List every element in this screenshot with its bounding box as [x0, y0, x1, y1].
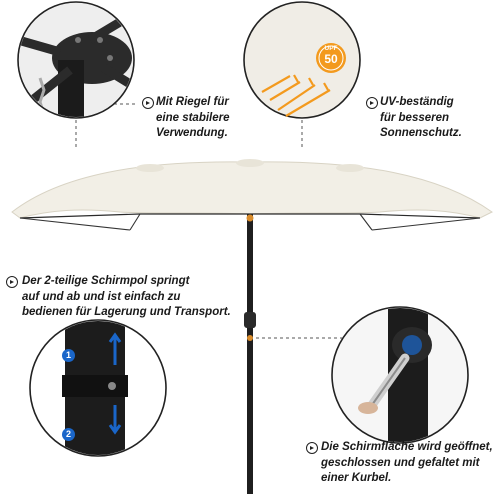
callout-top-left: Mit Riegel für eine stabilere Verwendung…: [156, 95, 266, 142]
upf-badge: UPF 50: [318, 45, 344, 65]
callout-line: Sonnenschutz.: [380, 127, 462, 139]
callout-line: auf und ab und ist einfach zu: [22, 290, 181, 303]
callout-top-right: UV-beständig für besseren Sonnenschutz.: [380, 95, 495, 142]
bullet-icon: [142, 97, 154, 109]
upf-label: UPF: [324, 45, 338, 52]
detail-circle-pole-joint: [29, 319, 167, 457]
callout-line: Der 2-teilige Schirmpol springt: [22, 275, 190, 287]
callout-line: Die Schirmfläche wird geöffnet,: [321, 441, 493, 453]
bullet-icon: [6, 276, 18, 288]
callout-line: einer Kurbel.: [321, 472, 392, 484]
marker-1: 1: [62, 349, 75, 362]
detail-circle-hub: [17, 1, 135, 119]
detail-circle-crank: [331, 306, 469, 444]
callout-line: bedienen für Lagerung und Transport.: [22, 306, 231, 318]
bullet-icon: [306, 442, 318, 454]
umbrella-pole: [247, 214, 253, 494]
callout-line: für besseren: [380, 111, 450, 124]
upf-value: 50: [324, 52, 338, 66]
callout-line: geschlossen und gefaltet mit: [321, 456, 480, 469]
callout-line: UV-beständig: [380, 96, 454, 108]
detail-circle-fabric: [243, 1, 361, 119]
callout-bottom-right: Die Schirmfläche wird geöffnet, geschlos…: [321, 440, 499, 487]
callout-line: Verwendung.: [156, 127, 228, 139]
marker-2: 2: [62, 428, 75, 441]
callout-line: Mit Riegel für: [156, 96, 229, 108]
callout-line: eine stabilere: [156, 111, 230, 124]
callout-middle-left: Der 2-teilige Schirmpol springt auf und …: [22, 274, 242, 321]
canopy: [11, 161, 493, 219]
bullet-icon: [366, 97, 378, 109]
